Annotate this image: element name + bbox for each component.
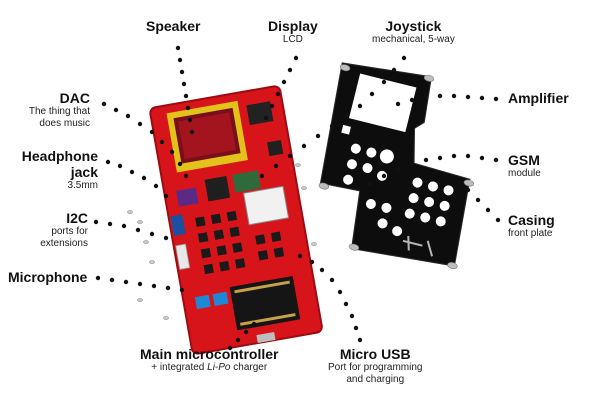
joystick-subtitle: mechanical, 5-way xyxy=(372,34,455,46)
casing-standoffs xyxy=(318,64,475,269)
label-display: Display LCD xyxy=(268,18,318,46)
joystick-part xyxy=(204,175,231,202)
mcu-subtitle-suffix: charger xyxy=(230,362,268,374)
display-subtitle: LCD xyxy=(282,34,303,46)
label-dac: DAC The thing that does music xyxy=(0,90,90,129)
headphone-jack-part xyxy=(170,214,186,236)
gsm-title: GSM xyxy=(508,152,540,168)
label-main-microcontroller: Main microcontroller + integrated Li-Po … xyxy=(140,346,278,374)
dac-title: DAC xyxy=(59,90,90,106)
dac-subtitle-1: The thing that xyxy=(28,106,90,118)
usb-subtitle-2: and charging xyxy=(346,373,405,385)
microphone-title: Microphone xyxy=(8,269,88,285)
gsm-subtitle: module xyxy=(508,168,541,180)
usb-title: Micro USB xyxy=(339,346,411,362)
label-headphone-jack: Headphone jack 3.5mm xyxy=(0,148,98,192)
casing-screen-window xyxy=(349,73,417,133)
amplifier-title: Amplifier xyxy=(508,90,569,106)
label-i2c: I2C ports for extensions xyxy=(0,210,88,249)
label-gsm: GSM module xyxy=(508,152,541,180)
mcu-subtitle-italic: Li-Po xyxy=(207,362,231,374)
display-title: Display xyxy=(268,18,318,34)
i2c-ports-part xyxy=(175,243,191,270)
casing-subtitle: front plate xyxy=(508,228,553,240)
keypad-buttons xyxy=(195,210,285,275)
dac-chip xyxy=(176,187,199,207)
casing-button-holes xyxy=(343,143,454,237)
amplifier-chip xyxy=(267,139,284,157)
label-amplifier: Amplifier xyxy=(508,90,569,106)
micro-usb-part xyxy=(256,332,276,344)
usb-subtitle-1: Port for programming xyxy=(328,362,423,374)
speaker-title: Speaker xyxy=(146,18,201,34)
headphone-title-2: jack xyxy=(70,164,98,181)
dac-subtitle-2: does music xyxy=(39,117,90,129)
joystick-title: Joystick xyxy=(385,18,442,34)
speaker-part xyxy=(246,101,274,126)
gsm-module-part xyxy=(242,185,290,226)
mcu-title: Main microcontroller xyxy=(140,346,279,362)
casing-title: Casing xyxy=(508,212,555,228)
mcu-subtitle-prefix: + integrated xyxy=(151,362,208,374)
label-joystick: Joystick mechanical, 5-way xyxy=(372,18,455,46)
label-speaker: Speaker xyxy=(146,18,200,34)
casing-front-plate xyxy=(318,62,475,269)
headphone-title-1: Headphone xyxy=(21,148,98,164)
i2c-subtitle-1: ports for xyxy=(51,226,88,238)
dotted-leader-lines xyxy=(93,45,501,351)
i2c-title: I2C xyxy=(66,210,88,226)
mcu-subtitle: + integrated Li-Po charger xyxy=(140,362,278,374)
i2c-subtitle-2: extensions xyxy=(40,237,88,249)
label-micro-usb: Micro USB Port for programming and charg… xyxy=(328,346,422,385)
main-pcb xyxy=(149,85,323,355)
headphone-subtitle: 3.5mm xyxy=(67,180,98,192)
label-microphone: Microphone xyxy=(8,269,87,285)
microphone-part xyxy=(194,294,211,310)
label-casing: Casing front plate xyxy=(508,212,555,240)
